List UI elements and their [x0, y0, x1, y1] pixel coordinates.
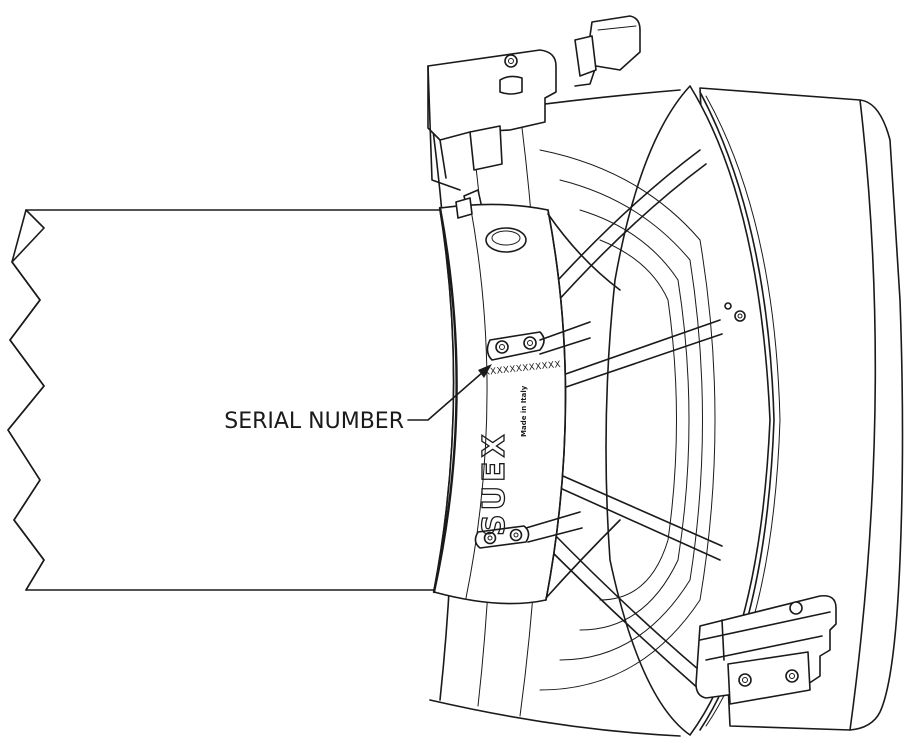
bottom-mount-bracket — [695, 594, 837, 705]
main-body-tube — [7, 209, 455, 591]
propeller-duct — [429, 85, 904, 737]
made-in-italy-text: Made in Italy — [520, 385, 528, 437]
top-handle-bracket — [427, 15, 641, 213]
collar-ring — [432, 197, 621, 605]
leader-arrowhead — [478, 364, 492, 378]
serial-number-label: SERIAL NUMBER — [224, 409, 404, 434]
brand-logo: SUEX — [477, 430, 512, 536]
serial-number-leader-line — [407, 364, 492, 421]
